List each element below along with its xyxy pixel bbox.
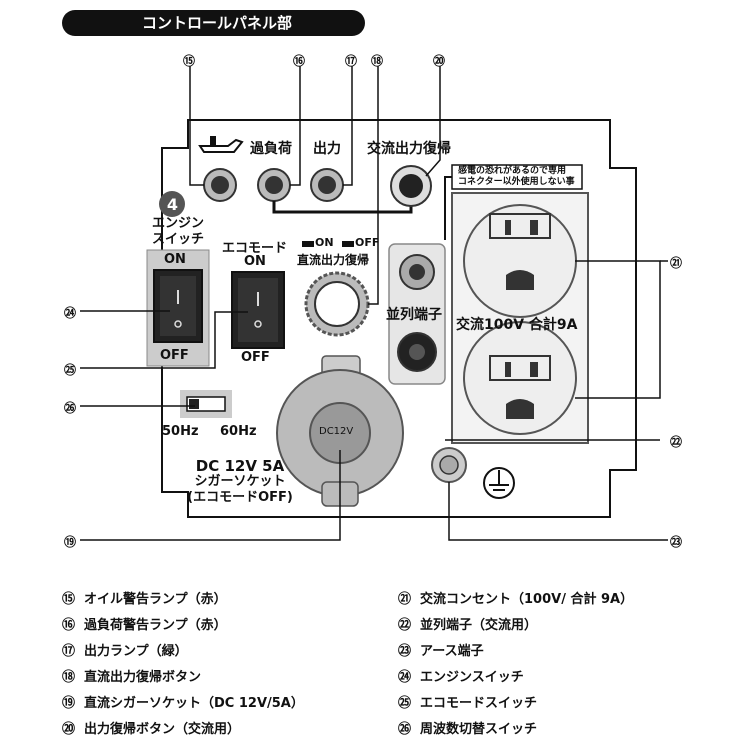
ground-symbol-icon [483,467,515,499]
engine-switch-label-2: スイッチ [151,232,204,247]
callout-21: ㉑ [670,256,683,270]
callout-20: ⑳ [433,54,446,68]
ac-outlet-top [463,204,577,318]
ac-reset-label: 交流出力復帰 [367,141,451,157]
step-number: 4 [166,195,179,214]
cigar-socket [276,355,404,507]
engine-switch-label-1: エンジン [151,216,204,231]
callout-18: ⑱ [371,54,384,68]
dc-on-label: ON [315,236,334,249]
dc-socket-label-1: DC 12V 5A [195,457,285,475]
parallel-terminal-bottom [397,332,437,372]
frequency-switch [180,390,232,418]
callout-22: ㉒ [670,435,683,449]
dc-socket-label-2: シガーソケット [194,474,286,489]
section-title: コントロールパネル部 [62,10,365,36]
control-panel-diagram [80,66,668,541]
callout-26: ㉖ [64,401,77,415]
step-number-badge [159,191,185,217]
leader-lines [80,66,668,541]
earth-terminal [431,447,467,483]
engine-switch-label: エンジン スイッチ [142,216,214,248]
dc-socket-label: DC 12V 5A シガーソケット (エコモードOFF) [180,458,300,506]
socket-cap-label: DC12V [319,426,354,437]
warning-line-1: 感電の恐れがあるので専用 [458,166,567,176]
ac-outlet-bottom [463,321,577,435]
parallel-terminal-top [399,254,435,290]
engine-switch [146,249,210,367]
oil-can-icon [198,136,244,153]
callout-17: ⑰ [345,54,358,68]
hz50-label: 50Hz [162,424,199,439]
dc-reset-button [302,241,370,337]
engine-on-label: ON [164,252,186,267]
eco-mode-switch [231,271,285,349]
ac-rating-label: 交流100V 合計9A [456,317,578,333]
hz60-label: 60Hz [220,424,257,439]
ac-reset-button [390,165,432,207]
callout-25: ㉕ [64,363,77,377]
warning-line-2: コネクター以外使用しない事 [458,177,575,187]
overload-label: 過負荷 [250,141,292,157]
engine-off-label: OFF [160,348,189,363]
dc-socket-label-3: (エコモードOFF) [187,490,293,505]
callout-16: ⑯ [293,54,306,68]
output-lamp [310,168,344,202]
dc-reset-label: 直流出力復帰 [297,253,370,267]
parallel-terminal-label: 並列端子 [386,307,442,323]
callout-24: ㉔ [64,306,77,320]
eco-off-label: OFF [241,350,270,365]
warning-box [451,164,583,190]
oil-warning-lamp [203,168,237,202]
eco-on-label: ON [244,254,266,269]
warning-text: 感電の恐れがあるので専用 コネクター以外使用しない事 [458,166,575,188]
output-label: 出力 [313,141,341,157]
callout-15: ⑮ [183,54,196,68]
overload-warning-lamp [257,168,291,202]
eco-mode-label: エコモード [222,241,288,256]
callout-19: ⑲ [64,535,77,549]
dc-off-label: OFF [355,236,380,249]
callout-23: ㉓ [670,535,683,549]
